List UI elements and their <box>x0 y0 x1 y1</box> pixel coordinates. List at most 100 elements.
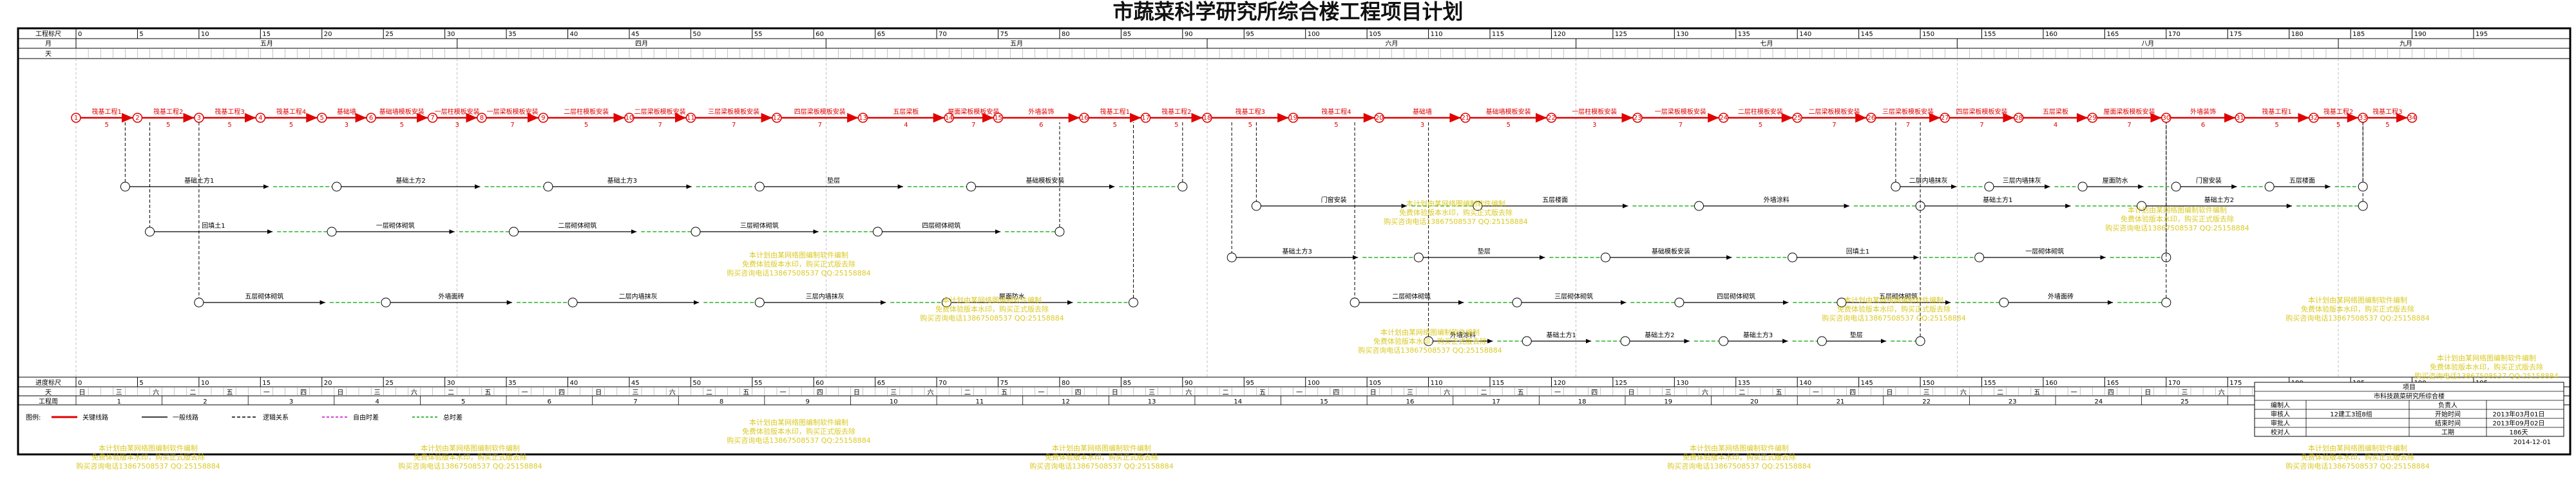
weekday-label: 一 <box>522 389 528 396</box>
critical-node-number: 29 <box>2088 115 2097 122</box>
watermark-text: 购买咨询电话13867508537 QQ:25158884 <box>727 436 871 445</box>
critical-task-duration: 7 <box>1832 122 1836 129</box>
scale-mark: 45 <box>631 31 640 38</box>
critical-node-number: 20 <box>1375 115 1384 122</box>
task-node <box>327 227 337 237</box>
critical-node <box>1940 113 1951 123</box>
scale-mark: 35 <box>508 31 517 38</box>
scale-mark: 150 <box>1922 31 1934 38</box>
critical-node-number: 8 <box>480 115 484 122</box>
info-key: 审批人 <box>2271 419 2290 427</box>
critical-node-number: 23 <box>1634 115 1642 122</box>
critical-task-label: 基础墙 <box>337 107 356 116</box>
scale-mark: 145 <box>1861 31 1873 38</box>
critical-node-number: 1 <box>74 115 78 122</box>
scale-mark-bottom: 65 <box>877 380 886 387</box>
critical-task-label: 一层梁板模板安装 <box>487 107 539 116</box>
watermark-text: 购买咨询电话13867508537 QQ:25158884 <box>76 461 220 470</box>
task-node <box>1413 252 1424 263</box>
weekday-label: 日 <box>337 389 343 396</box>
scale-mark-bottom: 100 <box>1308 380 1320 387</box>
critical-task-duration: 7 <box>658 122 662 129</box>
critical-node <box>1140 113 1151 123</box>
scale-mark-bottom: 90 <box>1185 380 1193 387</box>
watermark-text: 免费体验版本水印，购买正式版去除 <box>1399 208 1512 217</box>
scale-mark: 5 <box>139 31 143 38</box>
weekday-label: 三 <box>374 389 381 396</box>
task-node <box>1251 201 1261 211</box>
critical-task-label: 基础墙模板安装 <box>379 107 425 116</box>
critical-task-duration: 5 <box>1113 122 1117 129</box>
weekday-label: 一 <box>780 389 787 396</box>
critical-node-number: 6 <box>369 115 373 122</box>
critical-node-number: 3 <box>197 115 201 122</box>
task-node <box>1600 252 1610 263</box>
weekday-label: 三 <box>890 389 897 396</box>
watermark-text: 本计划由某网络图编制软件编制 <box>2128 205 2227 214</box>
critical-task-duration: 5 <box>289 122 293 129</box>
weekday-label: 日 <box>1886 389 1893 396</box>
critical-node-number: 9 <box>541 115 545 122</box>
critical-task-duration: 5 <box>105 122 109 129</box>
week-number: 4 <box>375 398 379 405</box>
critical-task-label: 筏基工程1 <box>92 107 122 116</box>
weekday-label: 日 <box>854 389 860 396</box>
task-label: 三层内墙抹灰 <box>2003 176 2041 185</box>
header-label-month: 月 <box>45 40 52 48</box>
weekday-label: 四 <box>2108 389 2114 396</box>
watermark-text: 购买咨询电话13867508537 QQ:25158884 <box>398 461 542 470</box>
weekday-label: 五 <box>2034 389 2040 396</box>
critical-task-label: 屋面梁板模板安装 <box>948 107 999 116</box>
week-number: 5 <box>461 398 465 405</box>
critical-node-number: 12 <box>773 115 781 122</box>
task-label: 垫层 <box>827 176 840 185</box>
task-label: 二层砌体砌筑 <box>1392 292 1431 301</box>
weekday-label: 三 <box>1923 389 1930 396</box>
critical-node-number: 13 <box>859 115 867 122</box>
scale-mark-bottom: 175 <box>2229 380 2242 387</box>
critical-task-duration: 5 <box>227 122 231 129</box>
critical-node <box>132 113 143 123</box>
task-label: 垫层 <box>1850 331 1863 339</box>
critical-node-number: 16 <box>1080 115 1089 122</box>
watermark-text: 免费体验版本水印，购买正式版去除 <box>1683 452 1796 461</box>
weekday-label: 二 <box>1480 389 1487 396</box>
footer-label-day: 天 <box>45 389 52 396</box>
critical-node <box>993 113 1004 123</box>
critical-node-number: 28 <box>2014 115 2023 122</box>
watermark-text: 购买咨询电话13867508537 QQ:25158884 <box>727 268 871 277</box>
month-label: 五月 <box>260 40 273 48</box>
weekday-label: 四 <box>558 389 565 396</box>
task-node <box>2137 201 2147 211</box>
task-node <box>509 227 519 237</box>
scale-mark-bottom: 165 <box>2106 380 2119 387</box>
task-node <box>543 182 553 192</box>
scale-mark-bottom: 115 <box>1492 380 1504 387</box>
critical-node-number: 25 <box>1793 115 1802 122</box>
weekday-label: 三 <box>632 389 638 396</box>
task-node <box>1974 252 1985 263</box>
month-label: 四月 <box>635 40 648 48</box>
critical-node <box>1460 113 1471 123</box>
task-node <box>1674 297 1684 308</box>
scale-mark: 190 <box>2414 31 2427 38</box>
task-label: 屋面防水 <box>999 292 1025 301</box>
critical-node-number: 33 <box>2359 115 2367 122</box>
critical-task-duration: 7 <box>971 122 975 129</box>
critical-node <box>1546 113 1557 123</box>
weekday-label: 一 <box>1813 389 1819 396</box>
task-node <box>1891 182 1901 192</box>
watermark-text: 免费体验版本水印，购买正式版去除 <box>2301 452 2414 461</box>
weekday-label: 日 <box>1370 389 1377 396</box>
week-number: 9 <box>805 398 809 405</box>
week-number: 1 <box>117 398 121 405</box>
scale-mark: 175 <box>2229 31 2242 38</box>
watermark-text: 本计划由某网络图编制软件编制 <box>1052 443 1151 452</box>
task-label: 外墙涂料 <box>1764 196 1789 204</box>
scale-mark-bottom: 30 <box>447 380 455 387</box>
task-node <box>1473 201 1483 211</box>
task-node <box>381 297 391 308</box>
critical-task-label: 筏基工程2 <box>153 107 183 116</box>
week-number: 2 <box>203 398 207 405</box>
task-label: 四层砌体砌筑 <box>922 221 960 230</box>
